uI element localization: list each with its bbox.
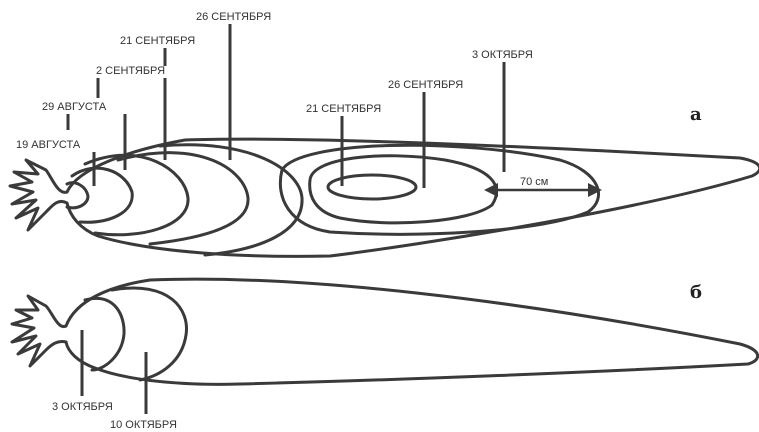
dimension-arrow-left xyxy=(484,183,498,197)
leaf-tip-b xyxy=(12,296,66,366)
spot-sep26 xyxy=(310,156,497,223)
front-sep21-left xyxy=(118,153,248,244)
front-oct3 xyxy=(85,298,124,370)
leaf-tip-a xyxy=(10,160,67,230)
panel-label-b: б xyxy=(690,282,702,303)
dimension-label: 70 см xyxy=(520,176,548,188)
label-oct3: 3 ОКТЯБРЯ xyxy=(472,49,533,61)
panel-a: 70 см 19 АВГУСТА 29 АВГУСТА 2 СЕНТЯБРЯ 2… xyxy=(10,11,759,256)
label-oct3-b: 3 ОКТЯБРЯ xyxy=(52,401,113,413)
panel-b: 3 ОКТЯБРЯ 10 ОКТЯБРЯ б xyxy=(12,279,758,431)
label-sep26-left: 26 СЕНТЯБРЯ xyxy=(196,11,271,23)
panel-label-a: а xyxy=(690,104,702,125)
label-aug19: 19 АВГУСТА xyxy=(16,139,81,151)
label-aug29: 29 АВГУСТА xyxy=(42,101,107,113)
label-sep26-right: 26 СЕНТЯБРЯ xyxy=(388,79,463,91)
label-sep21-left: 21 СЕНТЯБРЯ xyxy=(120,35,195,47)
label-sep21-right: 21 СЕНТЯБРЯ xyxy=(306,103,381,115)
leaf-outline-b xyxy=(66,279,758,384)
label-oct10-b: 10 ОКТЯБРЯ xyxy=(110,419,177,431)
label-sep2: 2 СЕНТЯБРЯ xyxy=(96,65,165,77)
